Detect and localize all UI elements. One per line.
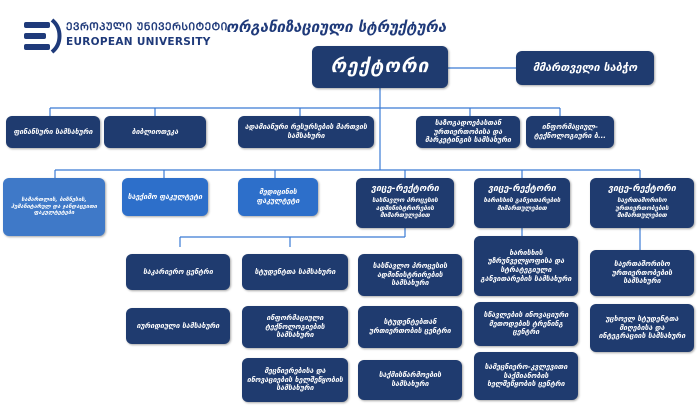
governing-board-box[interactable]: მმართველი საბჭო: [516, 51, 654, 85]
hr-service-box[interactable]: ადამიანური რესურსების მართვის სამსახური: [238, 116, 374, 148]
teaching-methods-box[interactable]: სწავლების ინოვაციური მეთოდების ტრენინგ ც…: [474, 302, 578, 346]
faculties-box[interactable]: სამართლის, ბიზნესის, ჰუმანიტარულ და ჯანდ…: [3, 178, 105, 236]
vice-rector-international-box[interactable]: ვიცე-რექტორი საერთაშორისო ურთიერთობების …: [590, 178, 694, 228]
finance-service-box[interactable]: ფინანსური სამსახური: [6, 116, 100, 148]
logo-e-icon: [24, 18, 62, 54]
vp3-title: ვიცე-რექტორი: [608, 184, 676, 194]
vp2-subtitle: ხარისხის განვითარების მიმართულებით: [483, 196, 561, 212]
research-center-box[interactable]: სამეცნიერო-კვლევითი საქმიანობის ხელშეწყო…: [474, 352, 578, 400]
vp2-title: ვიცე-რექტორი: [488, 184, 556, 194]
vp1-subtitle: სასწავლო პროცესის ადმინისტრირების მიმართ…: [372, 196, 438, 220]
study-admin-box[interactable]: სასწავლო პროცესის ადმინისტრირების სამსახ…: [358, 254, 462, 296]
vp1-title: ვიცე-რექტორი: [371, 184, 439, 194]
quality-assurance-box[interactable]: ხარისხის უზრუნველყოფისა და სტრატეგიული გ…: [474, 236, 578, 296]
vice-rector-quality-box[interactable]: ვიცე-რექტორი ხარისხის განვითარების მიმარ…: [474, 178, 570, 228]
logo-georgian-text: ᲔᲕᲠᲝᲞᲣᲚᲘ ᲣᲜᲘᲕᲔᲠᲡᲘᲢᲔᲢᲘ: [66, 21, 228, 33]
vp3-subtitle: საერთაშორისო ურთიერთობების მიმართულებით: [615, 196, 669, 220]
pr-marketing-box[interactable]: საზოგადოებასთან ურთიერთობისა და მარკეტინ…: [416, 116, 520, 148]
student-relations-box[interactable]: სტუდენტებთან ურთიერთობის ცენტრი: [358, 306, 462, 348]
logo-english-text: EUROPEAN UNIVERSITY: [66, 36, 211, 48]
rector-box[interactable]: რექტორი: [312, 46, 448, 88]
it-unit-box[interactable]: ინფორმაციულ-ტექნოლოგიური ბ...: [526, 116, 614, 148]
library-box[interactable]: ბიბლიოთეკა: [104, 116, 206, 148]
faculty-health-box[interactable]: საექიმო ფაკულტეტი: [122, 178, 208, 216]
research-support-box[interactable]: მეცნიერებისა და ინოვაციების ხელშეწყობის …: [242, 358, 348, 402]
legal-service-box[interactable]: იურიდიული სამსახური: [126, 308, 230, 344]
student-service-box[interactable]: სტუდენტთა სამსახური: [242, 254, 348, 290]
international-relations-box[interactable]: საერთაშორისო ურთიერთობების სამსახური: [590, 250, 694, 296]
university-logo: ᲔᲕᲠᲝᲞᲣᲚᲘ ᲣᲜᲘᲕᲔᲠᲡᲘᲢᲔᲢᲘ EUROPEAN UNIVERSIT…: [22, 14, 227, 60]
it-service-box[interactable]: ინფორმაციული ტექნოლოგიების სამსახური: [242, 306, 348, 348]
records-box[interactable]: საქმისწარმოების სამსახური: [358, 360, 462, 400]
faculty-medicine-box[interactable]: მედიცინის ფაკულტეტი: [238, 178, 318, 216]
vice-rector-academic-box[interactable]: ვიცე-რექტორი სასწავლო პროცესის ადმინისტრ…: [356, 178, 454, 228]
career-center-box[interactable]: საკარიერო ცენტრი: [126, 254, 230, 290]
page-title: ორგანიზაციული სტრუქტურა: [226, 18, 447, 36]
foreign-students-box[interactable]: უცხოელ სტუდენტთა მიღებისა და ინტეგრაციის…: [590, 304, 694, 352]
